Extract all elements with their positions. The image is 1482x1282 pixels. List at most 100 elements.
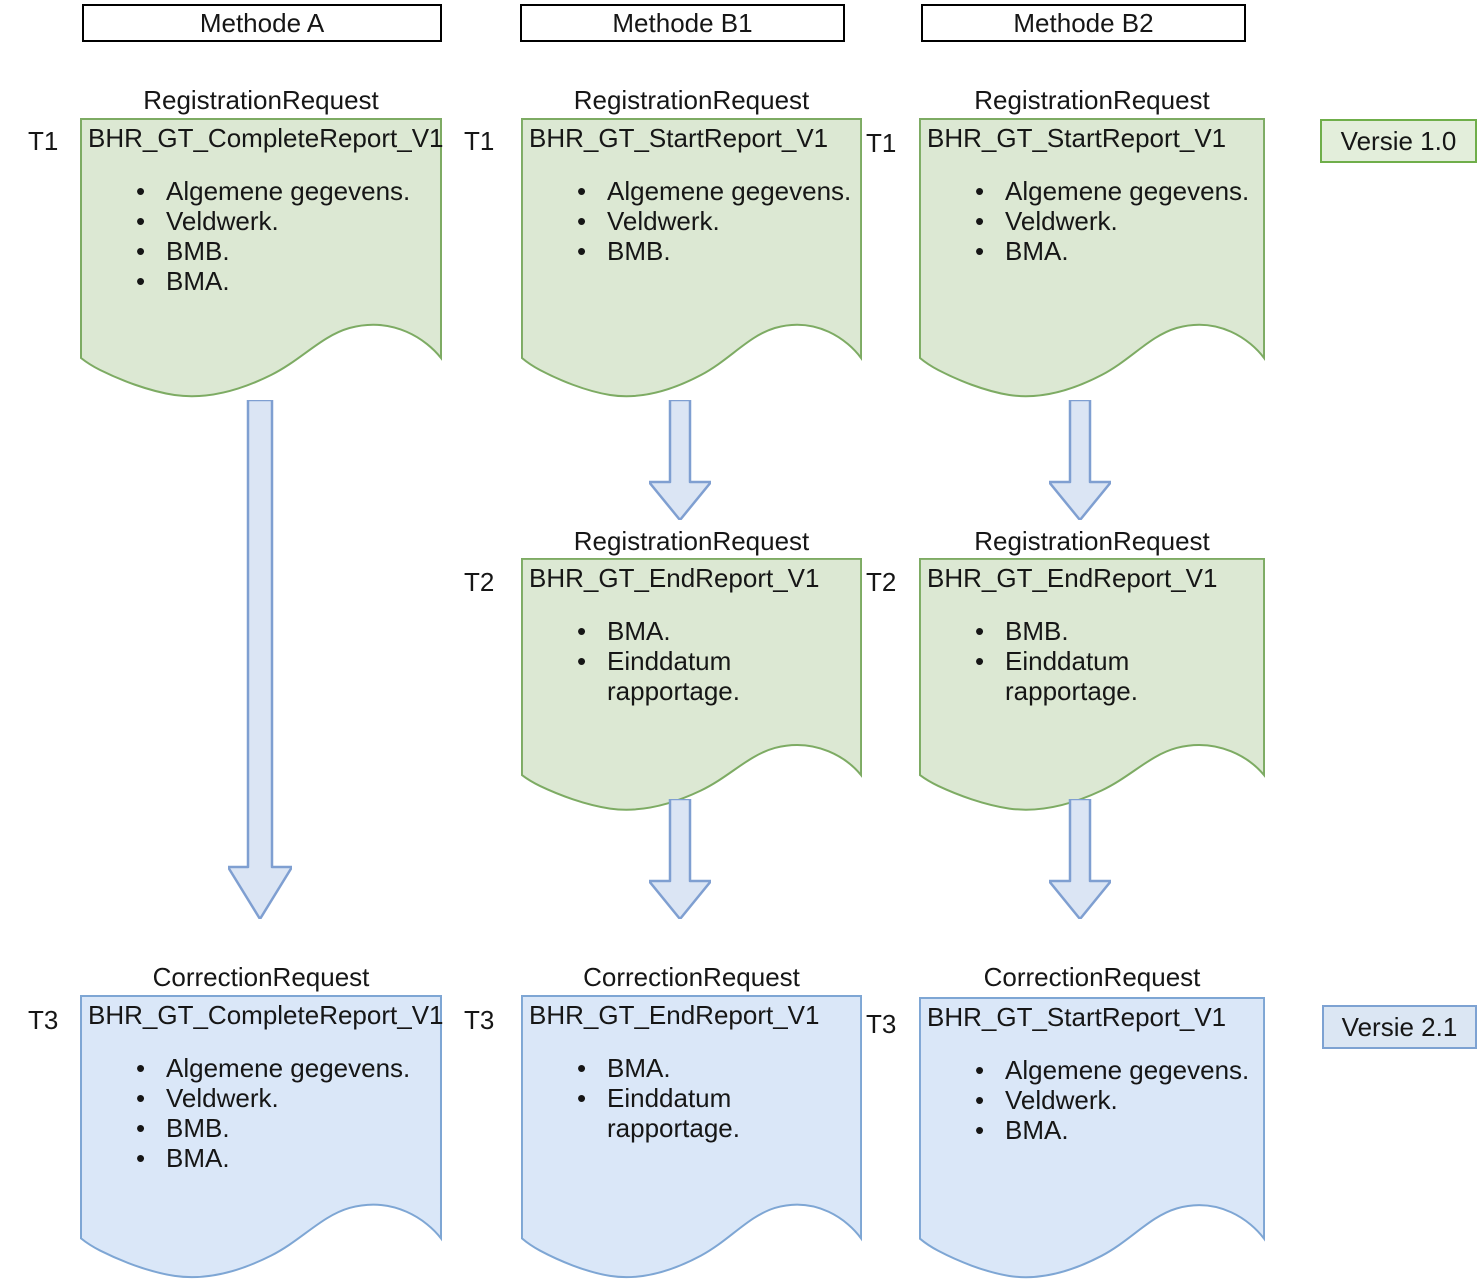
down-arrow-b2-t1-to-t2 bbox=[1049, 400, 1111, 520]
version-badge-1-0: Versie 1.0 bbox=[1320, 119, 1477, 163]
bullet-text: Veldwerk. bbox=[607, 206, 720, 236]
column-header-methode-b2: Methode B2 bbox=[921, 4, 1246, 42]
bullet-item: Einddatum rapportage. bbox=[975, 646, 1175, 706]
request-type-label: RegistrationRequest bbox=[974, 526, 1210, 556]
bullet-item: BMB. bbox=[136, 236, 432, 266]
bullet-item: BMA. bbox=[577, 616, 777, 646]
document-title: BHR_GT_EndReport_V1 bbox=[927, 563, 1218, 593]
version-badge-2-1: Versie 2.1 bbox=[1322, 1005, 1477, 1049]
request-type-label: RegistrationRequest bbox=[974, 85, 1210, 115]
bullet-text: Algemene gegevens. bbox=[166, 1053, 411, 1083]
bullet-text: Algemene gegevens. bbox=[1005, 176, 1250, 206]
bullet-item: Veldwerk. bbox=[975, 206, 1255, 236]
document-b2-t1: BHR_GT_StartReport_V1 Algemene gegevens.… bbox=[919, 118, 1265, 401]
document-bullet-list: BMA. Einddatum rapportage. bbox=[577, 1053, 777, 1143]
bullet-item: Einddatum rapportage. bbox=[577, 1083, 777, 1143]
bullet-text: BMB. bbox=[1005, 616, 1069, 646]
document-b1-t3: BHR_GT_EndReport_V1 BMA. Einddatum rappo… bbox=[521, 995, 862, 1282]
column-header-methode-b1: Methode B1 bbox=[520, 4, 845, 42]
time-label-t3: T3 bbox=[866, 1009, 897, 1039]
time-label-t2: T2 bbox=[464, 567, 495, 597]
document-title: BHR_GT_EndReport_V1 bbox=[529, 563, 820, 593]
bullet-text: BMA. bbox=[607, 1053, 671, 1083]
bullet-item: Algemene gegevens. bbox=[975, 1055, 1255, 1085]
bullet-text: BMA. bbox=[166, 266, 230, 296]
bullet-item: BMA. bbox=[975, 1115, 1255, 1145]
bullet-item: BMB. bbox=[577, 236, 852, 266]
bullet-text: BMB. bbox=[607, 236, 671, 266]
bullet-text: BMA. bbox=[1005, 1115, 1069, 1145]
bullet-item: BMA. bbox=[577, 1053, 777, 1083]
document-bullet-list: BMB. Einddatum rapportage. bbox=[975, 616, 1175, 706]
version-badge-label: Versie 1.0 bbox=[1340, 126, 1457, 156]
bullet-text: Einddatum rapportage. bbox=[607, 646, 740, 706]
down-arrow-b1-t1-to-t2 bbox=[649, 400, 711, 520]
bullet-text: Algemene gegevens. bbox=[1005, 1055, 1250, 1085]
document-bullet-list: Algemene gegevens. Veldwerk. BMA. bbox=[975, 1055, 1255, 1145]
bullet-item: Veldwerk. bbox=[577, 206, 852, 236]
request-type-label: CorrectionRequest bbox=[983, 962, 1201, 992]
document-title: BHR_GT_CompleteReport_V1 bbox=[88, 123, 444, 153]
bullet-item: Veldwerk. bbox=[975, 1085, 1255, 1115]
document-a-t1: BHR_GT_CompleteReport_V1 Algemene gegeve… bbox=[80, 118, 444, 401]
bullet-text: Einddatum rapportage. bbox=[607, 1083, 740, 1143]
bullet-text: Algemene gegevens. bbox=[607, 176, 852, 206]
document-bullet-list: Algemene gegevens. Veldwerk. BMB. bbox=[577, 176, 852, 266]
bullet-text: BMB. bbox=[166, 236, 230, 266]
document-b1-t2: BHR_GT_EndReport_V1 BMA. Einddatum rappo… bbox=[521, 558, 862, 814]
bullet-item: BMB. bbox=[136, 1113, 432, 1143]
bullet-item: Algemene gegevens. bbox=[577, 176, 852, 206]
document-bullet-list: BMA. Einddatum rapportage. bbox=[577, 616, 777, 706]
bullet-item: Einddatum rapportage. bbox=[577, 646, 777, 706]
request-type-label: RegistrationRequest bbox=[143, 85, 379, 115]
down-arrow-a-t1-to-t3 bbox=[228, 400, 292, 919]
column-header-label: Methode B1 bbox=[612, 8, 753, 38]
bullet-text: BMA. bbox=[166, 1143, 230, 1173]
document-title: BHR_GT_StartReport_V1 bbox=[927, 1002, 1227, 1032]
time-label-t1: T1 bbox=[866, 128, 897, 158]
document-title: BHR_GT_CompleteReport_V1 bbox=[88, 1000, 444, 1030]
request-type-label: RegistrationRequest bbox=[573, 526, 810, 556]
down-arrow-b1-t2-to-t3 bbox=[649, 799, 711, 919]
bullet-text: Veldwerk. bbox=[166, 1083, 279, 1113]
document-title: BHR_GT_StartReport_V1 bbox=[529, 123, 829, 153]
bullet-item: BMA. bbox=[136, 1143, 432, 1173]
time-label-t3: T3 bbox=[28, 1005, 59, 1035]
document-b1-t1: BHR_GT_StartReport_V1 Algemene gegevens.… bbox=[521, 118, 862, 401]
bullet-item: Algemene gegevens. bbox=[975, 176, 1255, 206]
document-b2-t3: BHR_GT_StartReport_V1 Algemene gegevens.… bbox=[919, 997, 1265, 1282]
request-type-label: RegistrationRequest bbox=[573, 85, 810, 115]
time-label-t3: T3 bbox=[464, 1005, 495, 1035]
bullet-text: Veldwerk. bbox=[1005, 1085, 1118, 1115]
bullet-item: Algemene gegevens. bbox=[136, 1053, 432, 1083]
bullet-text: Algemene gegevens. bbox=[166, 176, 411, 206]
bullet-text: BMA. bbox=[607, 616, 671, 646]
column-header-label: Methode B2 bbox=[1013, 8, 1154, 38]
version-badge-label: Versie 2.1 bbox=[1341, 1012, 1458, 1042]
document-a-t3: BHR_GT_CompleteReport_V1 Algemene gegeve… bbox=[80, 995, 444, 1282]
document-bullet-list: Algemene gegevens. Veldwerk. BMA. bbox=[975, 176, 1255, 266]
bullet-text: BMA. bbox=[1005, 236, 1069, 266]
down-arrow-b2-t2-to-t3 bbox=[1049, 799, 1111, 919]
column-header-label: Methode A bbox=[199, 8, 325, 38]
bullet-text: Veldwerk. bbox=[166, 206, 279, 236]
bullet-item: BMA. bbox=[136, 266, 432, 296]
column-header-methode-a: Methode A bbox=[82, 4, 442, 42]
time-label-t1: T1 bbox=[28, 126, 59, 156]
bullet-item: Veldwerk. bbox=[136, 1083, 432, 1113]
bullet-text: BMB. bbox=[166, 1113, 230, 1143]
time-label-t2: T2 bbox=[866, 567, 897, 597]
document-bullet-list: Algemene gegevens. Veldwerk. BMB. BMA. bbox=[136, 176, 432, 296]
bullet-item: BMA. bbox=[975, 236, 1255, 266]
request-type-label: CorrectionRequest bbox=[152, 962, 370, 992]
bullet-item: BMB. bbox=[975, 616, 1175, 646]
bullet-item: Veldwerk. bbox=[136, 206, 432, 236]
time-label-t1: T1 bbox=[464, 126, 495, 156]
document-title: BHR_GT_EndReport_V1 bbox=[529, 1000, 820, 1030]
bullet-text: Einddatum rapportage. bbox=[1005, 646, 1138, 706]
request-type-label: CorrectionRequest bbox=[583, 962, 800, 992]
bullet-text: Veldwerk. bbox=[1005, 206, 1118, 236]
bullet-item: Algemene gegevens. bbox=[136, 176, 432, 206]
document-title: BHR_GT_StartReport_V1 bbox=[927, 123, 1227, 153]
